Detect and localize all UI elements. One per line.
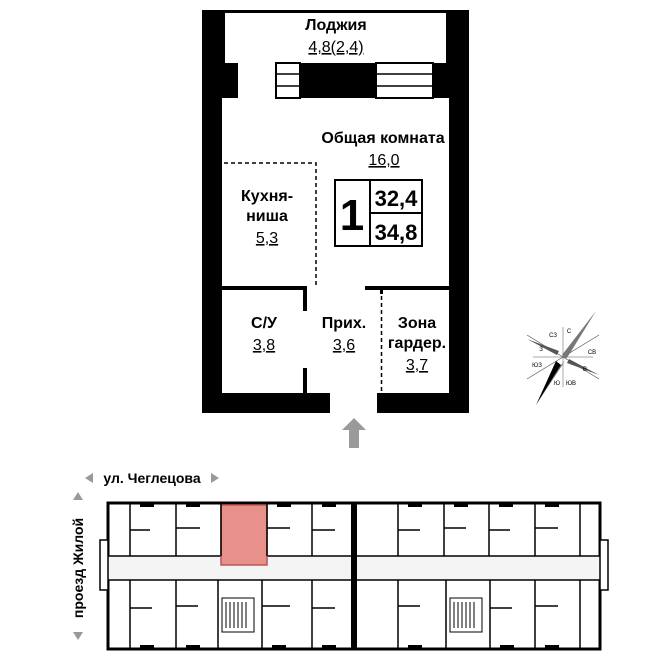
- arrow-right-icon: [211, 473, 219, 483]
- arrow-left-icon: [85, 473, 93, 483]
- site-plan: ул. Чеглецова проезд Жилой: [70, 470, 609, 651]
- interior-wall-left: [222, 286, 307, 290]
- loggia-wall-left-thin: [222, 13, 225, 63]
- rooms-count: 1: [340, 191, 364, 240]
- wall-left: [202, 10, 222, 413]
- bathroom-partition-bottom: [303, 368, 307, 395]
- kitchen-area: 5,3: [256, 230, 278, 247]
- loggia-name: Лоджия: [305, 17, 366, 34]
- hall-name: Прих.: [322, 315, 366, 332]
- loggia-divider-left: [202, 63, 238, 98]
- bathroom-partition-top: [303, 286, 307, 311]
- hall-area: 3,6: [333, 337, 355, 354]
- loggia-door-left: [275, 62, 301, 99]
- compass-label-sw: ЮЗ: [532, 363, 542, 369]
- kitchen-name-line2: ниша: [246, 208, 288, 225]
- compass-label-se: ЮВ: [566, 381, 576, 387]
- street-left-label: проезд Жилой: [70, 518, 86, 618]
- street-top-label: ул. Чеглецова: [103, 470, 200, 486]
- apartment-plan: Лоджия 4,8(2,4) Общая комната 16,0 Кухня…: [202, 10, 469, 448]
- wall-bottom-left: [202, 393, 330, 413]
- wardrobe-name-line2: гардер.: [388, 335, 446, 352]
- loggia-area: 4,8(2,4): [308, 39, 363, 56]
- compass-label-nw: СЗ: [549, 333, 557, 339]
- arrow-down-icon: [73, 632, 83, 640]
- loggia-divider-mid: [300, 63, 376, 98]
- stair-core-right: [449, 597, 483, 633]
- wardrobe-name-line1: Зона: [398, 315, 436, 332]
- bathroom-area: 3,8: [253, 337, 275, 354]
- kitchen-niche-dashed-line: [224, 162, 317, 286]
- wall-right: [449, 10, 469, 413]
- entrance-arrow-icon: [342, 418, 366, 448]
- compass-rose-icon: С СВ В ЮВ Ю ЮЗ З СЗ: [526, 311, 600, 405]
- loggia-window-right: [375, 62, 434, 99]
- compass-label-w: З: [539, 347, 543, 353]
- highlighted-apartment: [220, 504, 268, 566]
- wardrobe-area: 3,7: [406, 357, 428, 374]
- loggia-wall-top: [202, 10, 469, 13]
- common-room-area: 16,0: [368, 152, 399, 169]
- summary-box: 1 32,4 34,8: [334, 179, 423, 247]
- compass-label-e: В: [583, 367, 587, 373]
- living-area: 32,4: [375, 186, 419, 211]
- common-room-name: Общая комната: [321, 130, 444, 147]
- kitchen-name-line1: Кухня-: [241, 188, 293, 205]
- compass-label-ne: СВ: [588, 350, 596, 356]
- interior-wall-right: [365, 286, 449, 290]
- wardrobe-partition: [380, 286, 383, 294]
- bathroom-name: С/У: [251, 315, 278, 332]
- compass-label-s: Ю: [554, 381, 560, 387]
- wall-bottom-right: [377, 393, 469, 413]
- compass-label-n: С: [567, 329, 572, 335]
- total-area: 34,8: [375, 220, 418, 245]
- arrow-up-icon: [73, 492, 83, 500]
- loggia-divider-right: [433, 63, 469, 98]
- stair-core-left: [221, 597, 255, 633]
- loggia-wall-right-thin: [446, 13, 449, 63]
